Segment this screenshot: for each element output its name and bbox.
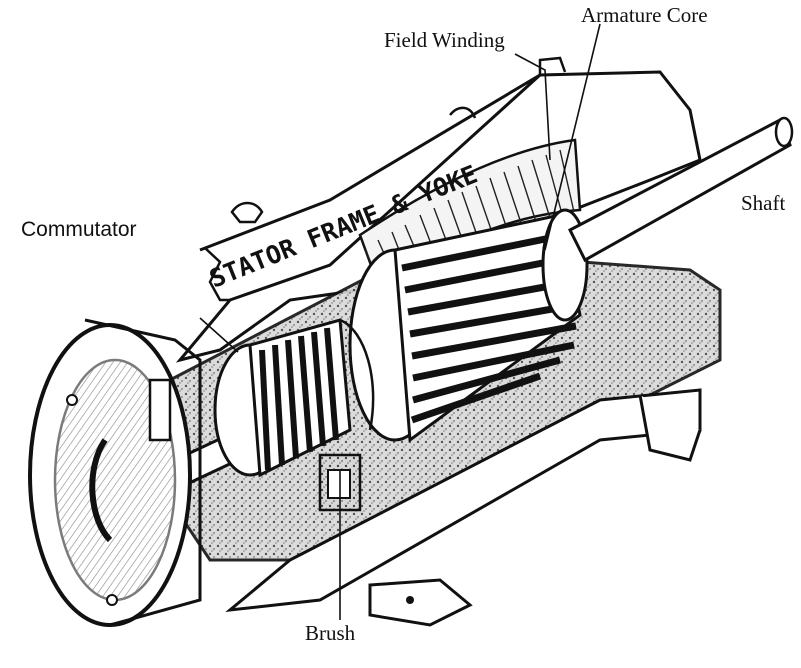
leader-armature-core: [544, 23, 601, 251]
commutator-label: Commutator: [21, 218, 137, 241]
brush-label: Brush: [305, 621, 356, 645]
commutator: [213, 318, 375, 478]
leader-commutator: [199, 317, 239, 353]
field-winding-label: Field Winding: [384, 28, 505, 52]
end-bell: [28, 318, 202, 627]
leader-lines: [199, 23, 601, 620]
leader-field-winding: [514, 53, 551, 161]
shaft-label: Shaft: [741, 191, 786, 215]
armature-core-label: Armature Core: [581, 3, 708, 27]
